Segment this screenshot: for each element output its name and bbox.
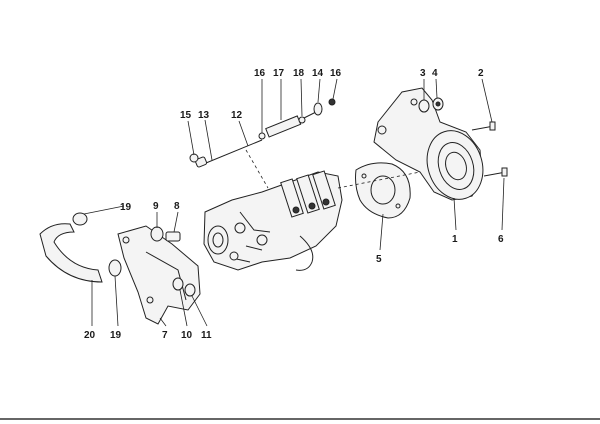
callout-1: 1 — [452, 234, 458, 245]
callout-20: 20 — [84, 330, 96, 341]
callout-16-upper-left: 16 — [254, 68, 266, 79]
callout-10: 10 — [181, 330, 193, 341]
callout-15: 15 — [180, 110, 192, 121]
callout-19-upper: 19 — [120, 202, 132, 213]
part-cap-nut-14 — [298, 98, 336, 124]
callout-17: 17 — [273, 68, 285, 79]
callout-2: 2 — [478, 68, 484, 79]
part-nuts-10-11 — [172, 277, 196, 297]
part-injection-pump — [203, 170, 343, 271]
callout-8: 8 — [174, 201, 180, 212]
callout-14: 14 — [312, 68, 324, 79]
callout-11: 11 — [201, 330, 212, 341]
callout-3: 3 — [420, 68, 426, 79]
callout-7: 7 — [162, 330, 168, 341]
part-hose-clamp-lower — [108, 259, 122, 277]
part-washers-3-4 — [418, 97, 444, 113]
callout-6: 6 — [498, 234, 504, 245]
part-end-fitting — [189, 153, 208, 168]
callout-4: 4 — [432, 68, 438, 79]
callout-9: 9 — [153, 201, 159, 212]
part-cover-plate — [355, 162, 411, 219]
callout-13: 13 — [198, 110, 210, 121]
part-bolt-2 — [471, 121, 496, 131]
leader-lines — [83, 78, 505, 327]
part-bolt-8 — [165, 231, 181, 242]
part-spacer-9 — [150, 226, 164, 242]
callout-5: 5 — [376, 254, 382, 265]
part-hose-clamp-upper — [72, 212, 88, 226]
part-bolt-6 — [483, 167, 508, 177]
callout-18: 18 — [293, 68, 305, 79]
callout-16-upper-right: 16 — [330, 68, 342, 79]
part-hose — [39, 223, 103, 283]
callout-19-lower: 19 — [110, 330, 122, 341]
part-mounting-bracket — [373, 87, 484, 201]
callout-12: 12 — [231, 110, 243, 121]
